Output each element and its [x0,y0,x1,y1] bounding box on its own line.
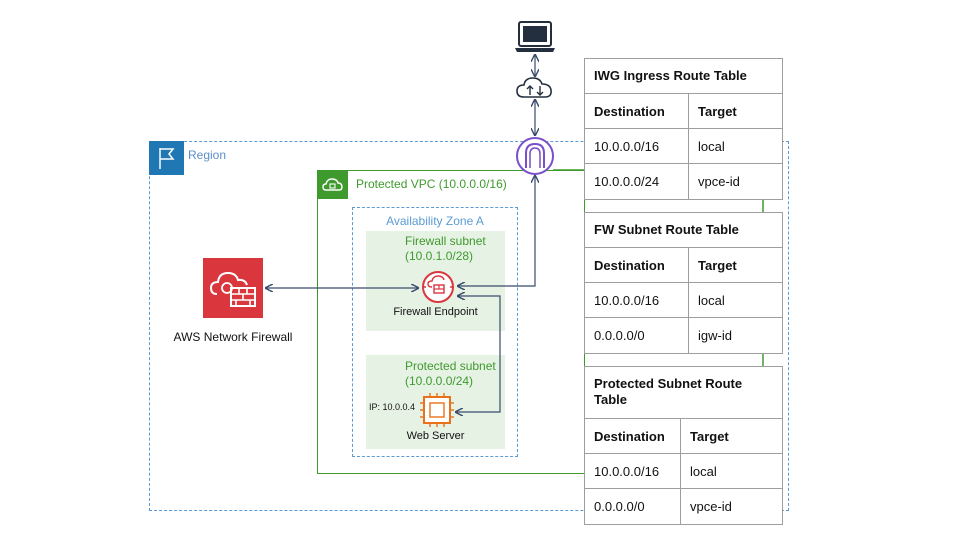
route-table-protected-subnet: Protected Subnet Route Table Destination… [584,366,783,525]
target-cell: local [690,463,717,479]
column-header-target: Target [690,428,729,444]
web-server-ip-label: IP: 10.0.0.4 [369,402,416,412]
column-header-destination: Destination [585,94,689,128]
region-label: Region [188,148,227,162]
route-table-title: IWG Ingress Route Table [585,59,782,94]
target-cell: vpce-id [690,499,732,514]
table-row: 0.0.0.0/0 vpce-id [585,489,782,524]
web-server-label: Web Server [406,430,465,442]
availability-zone-boundary [352,207,518,457]
network-firewall-label: AWS Network Firewall [173,330,293,344]
table-row: 10.0.0.0/24 vpce-id [585,164,782,199]
internet-gateway-icon [516,137,554,175]
target-cell: local [698,138,725,154]
table-row: 0.0.0.0/0 igw-id [585,318,782,353]
client-laptop-icon [515,21,555,52]
gateway-endpoint-connector [458,176,535,286]
table-header-row: Destination Target [585,248,782,283]
route-table-igw-ingress: IWG Ingress Route Table Destination Targ… [584,58,783,200]
firewall-endpoint-icon [422,271,454,303]
network-firewall-icon [203,258,263,318]
web-server-icon [420,393,454,427]
column-header-destination: Destination [585,419,681,453]
column-header-target: Target [698,103,737,119]
column-header-destination: Destination [585,248,689,282]
table-header-row: Destination Target [585,94,782,129]
protected-subnet-name: Protected subnet [405,359,496,373]
destination-cell: 10.0.0.0/24 [585,164,689,199]
route-table-fw-subnet: FW Subnet Route Table Destination Target… [584,212,783,354]
region-boundary [149,141,789,511]
target-cell: local [698,292,725,308]
destination-cell: 10.0.0.0/16 [585,129,689,163]
destination-cell: 0.0.0.0/0 [585,318,689,353]
destination-cell: 0.0.0.0/0 [585,489,681,524]
column-header-target: Target [698,257,737,273]
region-flag-icon [149,141,184,175]
internet-cloud-icon [516,77,552,98]
target-cell: igw-id [698,328,732,343]
route-table-title: FW Subnet Route Table [585,213,782,248]
table-row: 10.0.0.0/16 local [585,129,782,164]
destination-cell: 10.0.0.0/16 [585,454,681,488]
vpc-cloud-icon [318,171,348,199]
table-row: 10.0.0.0/16 local [585,454,782,489]
route-table-title: Protected Subnet Route Table [585,367,782,419]
endpoint-server-connector [456,296,501,412]
destination-cell: 10.0.0.0/16 [585,283,689,317]
table-header-row: Destination Target [585,419,782,454]
table-row: 10.0.0.0/16 local [585,283,782,318]
target-cell: vpce-id [698,174,740,189]
firewall-subnet-cidr: (10.0.1.0/28) [405,249,474,263]
